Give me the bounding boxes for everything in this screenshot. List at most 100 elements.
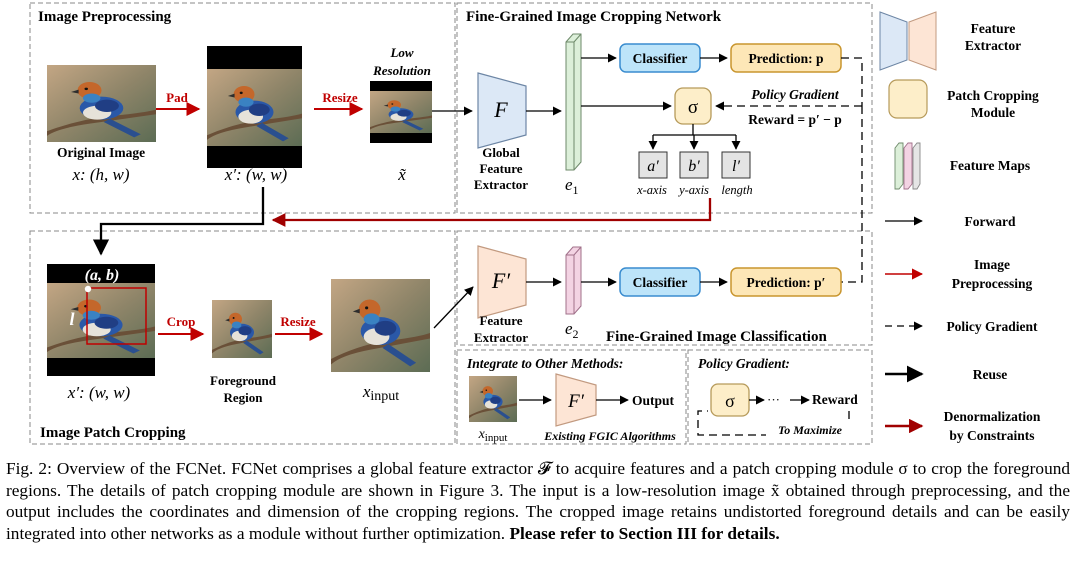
legend-feature-map-gray-icon <box>912 142 921 190</box>
classifier-top-label: Classifier <box>633 51 688 66</box>
x-axis-label: x-axis <box>636 183 667 197</box>
prediction-top-label: Prediction: p <box>748 51 823 66</box>
feature-extractor-label-2: Extractor <box>474 330 528 345</box>
length-label: length <box>721 183 752 197</box>
cropping-source-image <box>47 283 155 358</box>
l-prime-label: l′ <box>732 158 740 175</box>
e1-label: e1 <box>565 175 579 197</box>
legend-label-denorm-1: Denormalization <box>944 409 1041 424</box>
legend-extractor-blue-icon <box>879 11 908 71</box>
resize-label-top: Resize <box>322 90 358 105</box>
legend-feature-map-green-icon <box>894 142 904 190</box>
prediction-bottom <box>730 267 842 297</box>
integrate-F-prime: F′ <box>567 391 585 412</box>
crop-region-rect <box>86 287 147 345</box>
feature-extractor-label-1: Feature <box>479 313 522 328</box>
legend-label-module-1: Patch Cropping <box>947 88 1039 103</box>
resize-label-bottom: Resize <box>280 314 316 329</box>
ab-label: (a, b) <box>85 267 120 284</box>
x-input-label: xinput <box>362 382 399 404</box>
foreground-region-image <box>212 300 272 358</box>
a-prime-label: a′ <box>647 158 659 175</box>
feature-extractor-prime-shape <box>477 245 527 319</box>
policy-gradient-label: Policy Gradient <box>751 87 840 102</box>
crop-origin-point <box>84 285 92 293</box>
cropping-network-section-box <box>456 2 873 214</box>
input-image <box>331 279 430 372</box>
figure-caption: Fig. 2: Overview of the FCNet. FCNet com… <box>6 458 1070 544</box>
legend-module-icon <box>888 79 928 119</box>
legend: Feature Extractor Patch Cropping Module … <box>879 11 1041 443</box>
preprocessing-section-box <box>29 2 456 214</box>
global-extractor-label-3: Extractor <box>474 177 528 192</box>
global-extractor-label-2: Feature <box>479 161 522 176</box>
legend-label-extractor-2: Extractor <box>965 38 1021 53</box>
patch-cropping-title: Image Patch Cropping <box>40 425 186 441</box>
foreground-label-1: Foreground <box>210 373 277 388</box>
integrate-extractor-shape <box>555 373 597 427</box>
legend-feature-map-pink-icon <box>903 142 913 190</box>
integrate-section-box <box>456 349 687 445</box>
legend-label-forward: Forward <box>965 214 1016 229</box>
legend-label-reuse: Reuse <box>973 367 1008 382</box>
low-res-label-1: Low <box>389 45 413 60</box>
legend-label-extractor-1: Feature <box>971 21 1016 36</box>
e2-label: e2 <box>565 319 579 341</box>
global-extractor-F: F <box>493 97 508 122</box>
policy-box-title: Policy Gradient: <box>698 356 790 371</box>
legend-label-feature-maps: Feature Maps <box>950 158 1030 173</box>
policy-gradient-path-top <box>841 57 863 106</box>
policy-section-box <box>687 349 873 445</box>
integrate-x-input: xinput <box>478 427 508 444</box>
denormalization-arrow <box>271 198 712 227</box>
x-prime-math-bottom: x′: (w, w) <box>67 383 131 402</box>
sigma-symbol: σ <box>688 97 698 118</box>
x-shape-math: x: (h, w) <box>71 165 129 184</box>
padded-image <box>207 69 302 146</box>
foreground-label-2: Region <box>224 390 264 405</box>
forward-arrow-input-to-Fprime <box>433 286 474 329</box>
feature-extractor-prime-label: F′ <box>491 268 511 293</box>
pad-label: Pad <box>166 90 188 105</box>
legend-label-denorm-2: by Constraints <box>949 428 1034 443</box>
low-res-image <box>370 91 432 133</box>
classification-title: Fine-Grained Image Classification <box>606 329 827 345</box>
reuse-arrow <box>92 187 265 256</box>
fcnet-overview-diagram: Image Preprocessing Fine-Grained Image C… <box>29 2 1041 445</box>
original-image <box>47 65 156 142</box>
policy-gradient-path-bottom <box>841 106 863 283</box>
l-prime-box <box>721 151 751 179</box>
integrate-title: Integrate to Other Methods: <box>466 356 623 371</box>
legend-label-preprocess-1: Image <box>974 257 1010 272</box>
caption-text: Fig. 2: Overview of the FCNet. FCNet com… <box>6 459 1070 543</box>
existing-fgic-label: Existing FGIC Algorithms <box>543 429 676 443</box>
x-tilde-math: x̃ <box>397 165 406 184</box>
caption-bold: Please refer to Section III for details. <box>509 523 780 543</box>
global-extractor-label-1: Global <box>482 145 520 160</box>
a-prime-box <box>638 151 668 179</box>
global-feature-extractor-shape <box>477 72 527 149</box>
l-label: l <box>69 309 74 329</box>
legend-label-module-2: Module <box>971 105 1015 120</box>
policy-box-reward: Reward <box>812 392 858 407</box>
integrate-output-label: Output <box>632 393 675 408</box>
classification-section-box <box>456 230 873 346</box>
legend-extractor-peach-icon <box>908 11 937 71</box>
prediction-bottom-label: Prediction: p′ <box>747 275 826 290</box>
preprocessing-title: Image Preprocessing <box>38 9 172 25</box>
original-image-label: Original Image <box>57 145 145 160</box>
integrate-input-image <box>469 376 517 422</box>
policy-box-sigma-symbol: σ <box>725 391 735 411</box>
legend-label-preprocess-2: Preprocessing <box>952 276 1033 291</box>
classifier-bottom-label: Classifier <box>633 275 688 290</box>
b-prime-label: b′ <box>688 158 700 175</box>
low-res-label-2: Resolution <box>372 63 431 78</box>
patch-cropping-section-box <box>29 230 456 445</box>
crop-label: Crop <box>167 314 196 329</box>
cropping-network-title: Fine-Grained Image Cropping Network <box>466 9 722 25</box>
x-prime-math: x′: (w, w) <box>224 165 288 184</box>
reward-formula: Reward = p′ − p <box>748 112 841 127</box>
policy-box-dots: ··· <box>767 392 780 407</box>
y-axis-label: y-axis <box>677 183 709 197</box>
policy-box-maximize: To Maximize <box>778 423 843 437</box>
